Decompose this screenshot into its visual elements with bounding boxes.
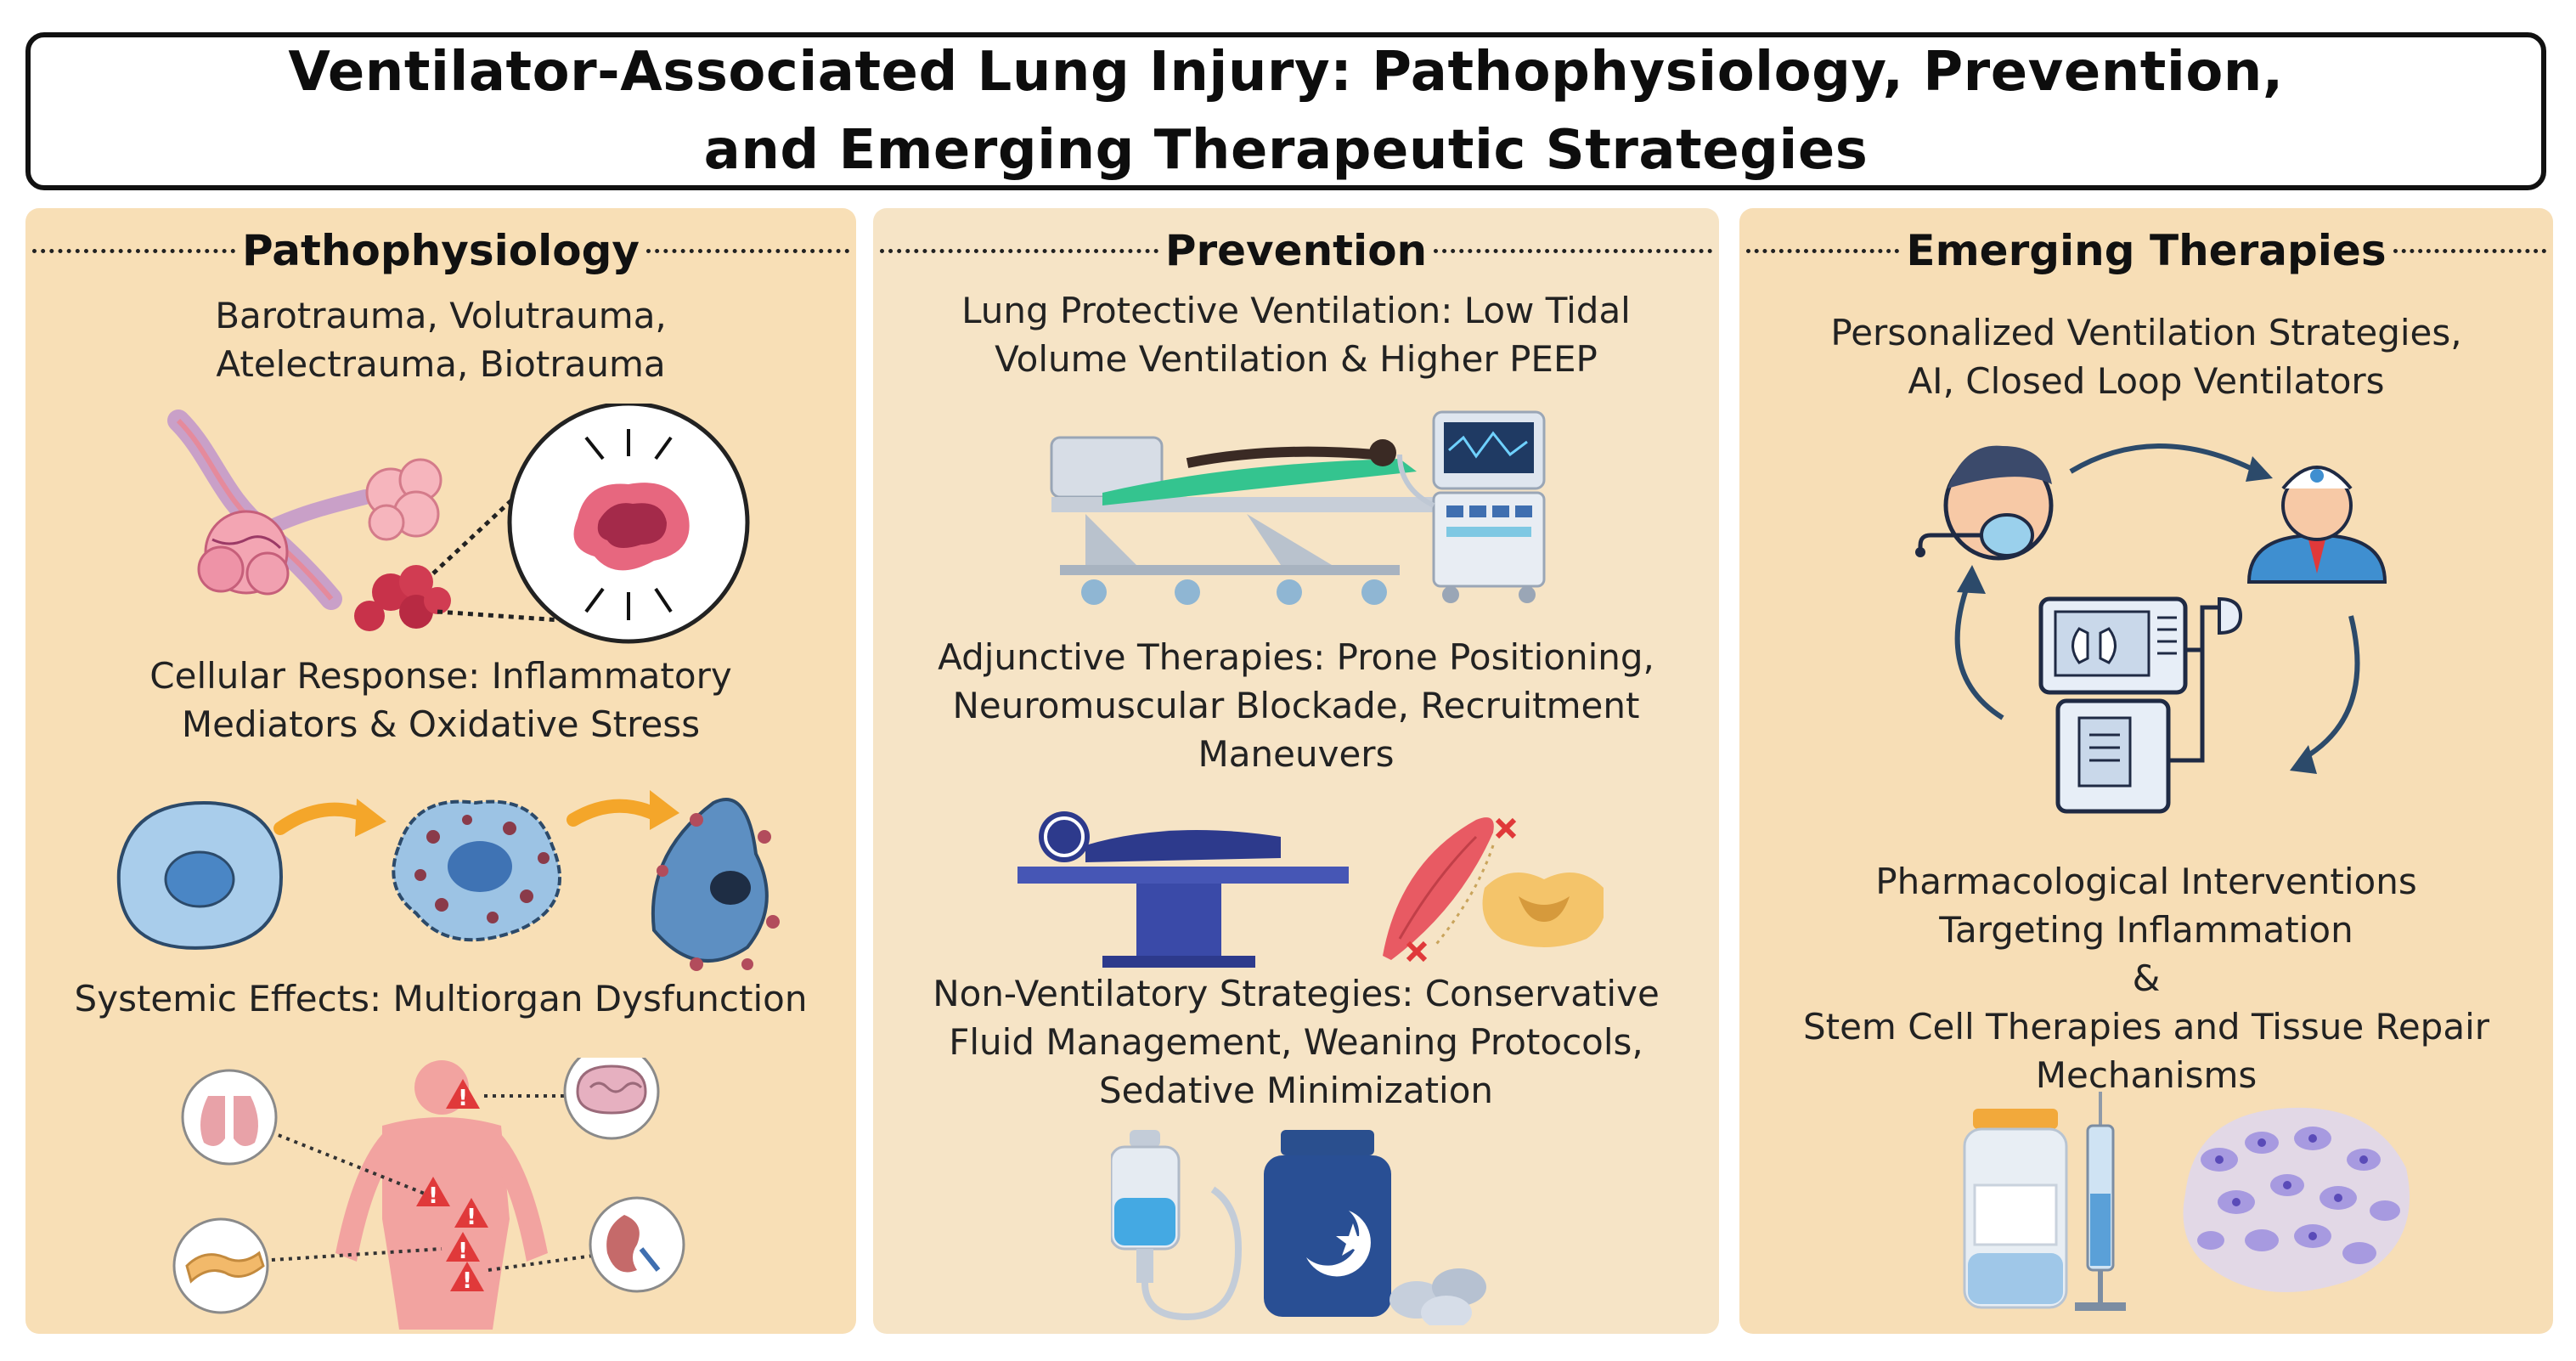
lungs-icon (181, 1069, 278, 1166)
svg-text:!: ! (458, 1086, 468, 1111)
alveoli-injury-illustration (167, 404, 750, 644)
damaged-cell-icon (651, 798, 780, 971)
stem-cell-illustration (1963, 1092, 2410, 1311)
therapies-heading: Emerging Therapies (1906, 226, 2387, 275)
arrow-icon (566, 799, 665, 827)
closed-loop-illustration (1915, 443, 2387, 814)
pancreas-icon (172, 1217, 269, 1314)
prevention-panel: Prevention Lung Protective Ventilation: … (873, 208, 1719, 1334)
magnified-alveolus-icon (507, 404, 750, 644)
iv-bag-icon (1111, 1130, 1243, 1321)
warning-icon: ! ! ! ! ! (416, 1079, 488, 1294)
fluid-sedation-illustration (1111, 1130, 1486, 1325)
pathophysiology-heading: Pathophysiology (242, 226, 640, 275)
svg-text:!: ! (428, 1183, 438, 1209)
multiorgan-illustration: ! ! ! ! ! (172, 1058, 685, 1330)
sedative-bottle-icon (1264, 1130, 1391, 1317)
cycle-arrow-icon (2298, 615, 2360, 763)
divider (2393, 248, 2547, 253)
cell-progression-illustration (116, 790, 780, 971)
lung-protective-text: Lung Protective Ventilation: Low Tidal V… (961, 290, 1631, 380)
pathophysiology-heading-row: Pathophysiology (25, 223, 856, 278)
cellular-response-text: Cellular Response: Inflammatory Mediator… (149, 655, 732, 745)
title-box: Ventilator-Associated Lung Injury: Patho… (25, 32, 2546, 190)
patient-mask-icon (1915, 445, 2054, 561)
svg-text:!: ! (458, 1239, 468, 1264)
muscle-icon (1383, 817, 1494, 960)
pathophysiology-panel: Pathophysiology Barotrauma, Volutrauma, … (25, 208, 856, 1334)
spinal-cord-icon (1482, 873, 1604, 947)
svg-text:!: ! (466, 1205, 476, 1230)
blocked-icon (1406, 817, 1517, 963)
healthy-cell-icon (116, 800, 283, 950)
divider (1746, 248, 1900, 253)
systemic-effects-text: Systemic Effects: Multiorgan Dysfunction (74, 978, 808, 1019)
ventilator-bed-illustration (1050, 410, 1546, 605)
damaged-alveoli-icon (354, 565, 451, 631)
kidney-icon (589, 1196, 685, 1293)
divider (880, 248, 1158, 253)
cycle-arrow-icon (2069, 443, 2259, 474)
vial-icon (1963, 1109, 2068, 1309)
divider (646, 248, 849, 253)
title-line-1: Ventilator-Associated Lung Injury: Patho… (288, 41, 2284, 104)
arrow-icon (273, 802, 372, 835)
airway-tree-icon (167, 409, 442, 610)
inflamed-cell-icon (392, 799, 561, 942)
prone-patient-icon (1017, 811, 1349, 968)
syringe-icon (2075, 1092, 2126, 1311)
personalized-ventilation-text: Personalized Ventilation Strategies, AI,… (1830, 312, 2462, 402)
divider (32, 248, 235, 253)
non-ventilatory-text: Non-Ventilatory Strategies: Conservative… (933, 973, 1660, 1111)
doctor-icon (2246, 466, 2387, 584)
ventilator-machine-icon (1397, 410, 1546, 603)
therapies-panel: Emerging Therapies Personalized Ventilat… (1739, 208, 2553, 1334)
divider (1434, 248, 1712, 253)
pharmacological-text: Pharmacological Interventions Targeting … (1802, 861, 2490, 1096)
stem-cells-icon (2183, 1107, 2410, 1292)
therapies-heading-row: Emerging Therapies (1739, 223, 2553, 278)
patient-icon (1102, 439, 1417, 505)
prone-positioning-illustration (1017, 811, 1604, 968)
title-line-2: and Emerging Therapeutic Strategies (703, 119, 1869, 182)
ai-ventilator-icon (2038, 596, 2243, 814)
svg-text:!: ! (462, 1268, 472, 1294)
prevention-heading-row: Prevention (873, 223, 1719, 278)
prevention-heading: Prevention (1164, 226, 1428, 275)
brain-icon (563, 1058, 660, 1140)
hospital-bed-icon (1050, 436, 1451, 605)
human-body-icon (335, 1060, 548, 1330)
adjunctive-therapies-text: Adjunctive Therapies: Prone Positioning,… (938, 636, 1654, 775)
pills-icon (1389, 1268, 1486, 1325)
cycle-arrow-icon (1954, 580, 2004, 720)
barotrauma-text: Barotrauma, Volutrauma, Atelectrauma, Bi… (215, 295, 667, 385)
